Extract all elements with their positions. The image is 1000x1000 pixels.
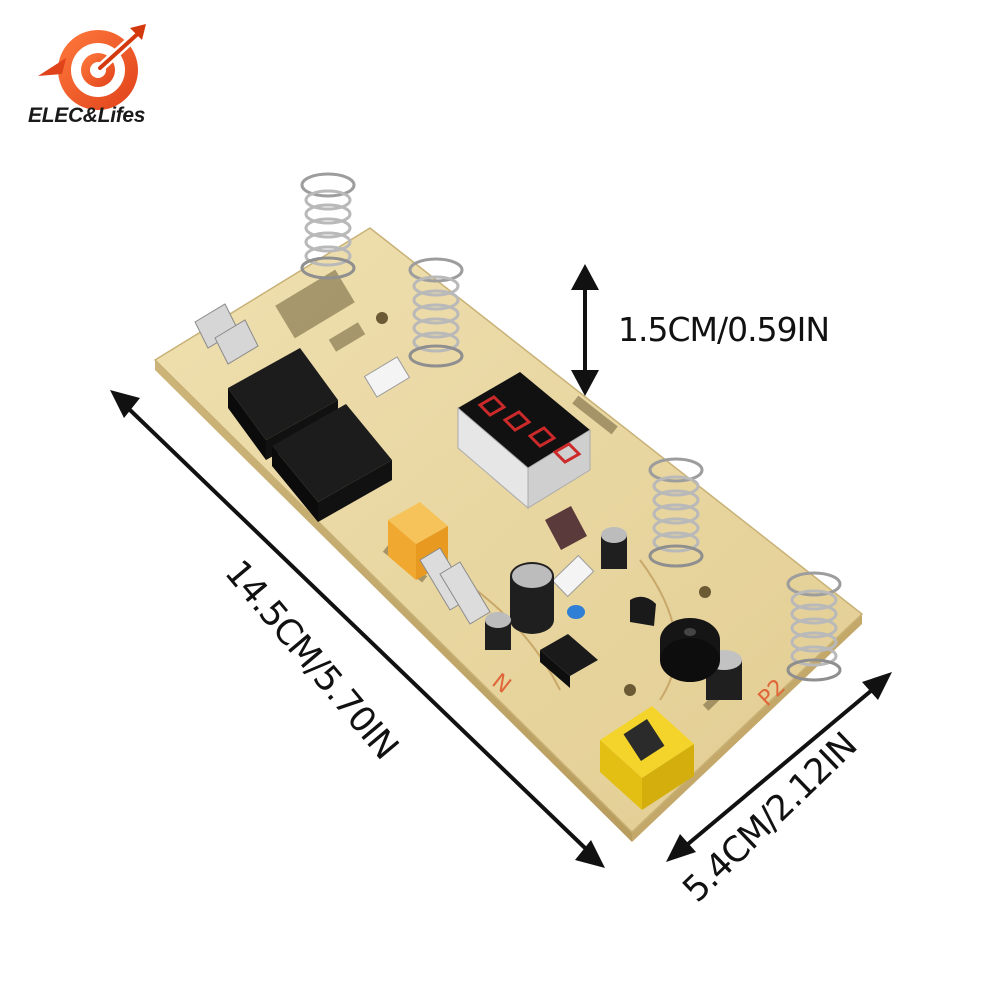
spade-terminals-bottom (419, 547, 491, 625)
ceramic-capacitor (567, 605, 585, 619)
spring-3 (648, 457, 704, 568)
connector-sensor (363, 356, 411, 398)
transistor (630, 596, 656, 626)
connector-pump (551, 554, 595, 598)
buzzer (660, 618, 720, 682)
spring-1 (300, 172, 356, 280)
electrolytic-capacitor-large (510, 562, 554, 634)
ic-chip (540, 634, 598, 688)
length-arrow (110, 390, 605, 868)
height-arrow (571, 264, 599, 396)
width-arrow (666, 672, 892, 862)
pcb-board-edge (155, 360, 632, 842)
brand-logo-icon (38, 24, 147, 110)
height-dimension-label: 1.5CM/0.59IN (618, 310, 830, 349)
mounting-hole (624, 684, 636, 696)
mounting-hole (376, 312, 388, 324)
electrolytic-capacitor-small (485, 612, 511, 650)
seven-segment-display (457, 372, 591, 510)
heatsink-transistor (545, 506, 587, 550)
spring-2 (408, 257, 464, 368)
spade-terminals-top (194, 303, 259, 365)
brand-name: ELEC&Lifes (28, 104, 146, 127)
pcb-board-edge-side (632, 614, 862, 842)
electrolytic-capacitor-mid (601, 527, 627, 569)
mounting-hole (699, 586, 711, 598)
transformer (600, 706, 694, 810)
spring-4 (786, 571, 842, 682)
relay-2 (272, 404, 392, 522)
